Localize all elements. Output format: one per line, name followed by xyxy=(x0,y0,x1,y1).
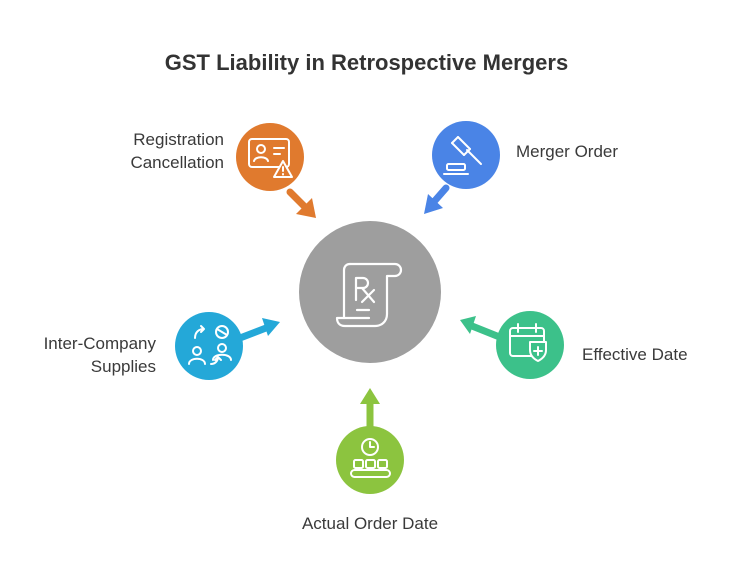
clock-conveyor-icon xyxy=(350,438,391,478)
node-actual-order-date xyxy=(336,388,404,494)
label-line: Inter-Company xyxy=(43,334,156,353)
label-registration-cancellation: Registration Cancellation xyxy=(84,128,224,174)
label-line: Supplies xyxy=(90,357,156,376)
label-line: Actual Order Date xyxy=(301,514,439,533)
id-card-warning-icon xyxy=(248,138,293,178)
node-inter-company-supplies xyxy=(175,312,280,380)
center-node xyxy=(299,221,441,363)
label-line: Merger Order xyxy=(516,142,619,161)
gavel-icon xyxy=(443,136,482,175)
label-line: Registration xyxy=(133,130,224,149)
node-registration-cancellation xyxy=(236,123,316,218)
prescription-document-icon xyxy=(335,262,403,328)
diagram-title: GST Liability in Retrospective Mergers xyxy=(164,50,569,75)
label-line: Cancellation xyxy=(130,153,224,172)
calendar-shield-icon xyxy=(509,323,547,362)
label-inter-company-supplies: Inter-Company Supplies xyxy=(6,332,156,378)
node-effective-date xyxy=(460,311,564,379)
people-exchange-icon xyxy=(188,325,232,365)
node-merger-order xyxy=(424,121,500,214)
label-actual-order-date: Actual Order Date xyxy=(270,512,470,535)
label-effective-date: Effective Date xyxy=(582,343,688,366)
label-merger-order: Merger Order xyxy=(516,140,618,163)
label-line: Effective Date xyxy=(582,345,688,364)
